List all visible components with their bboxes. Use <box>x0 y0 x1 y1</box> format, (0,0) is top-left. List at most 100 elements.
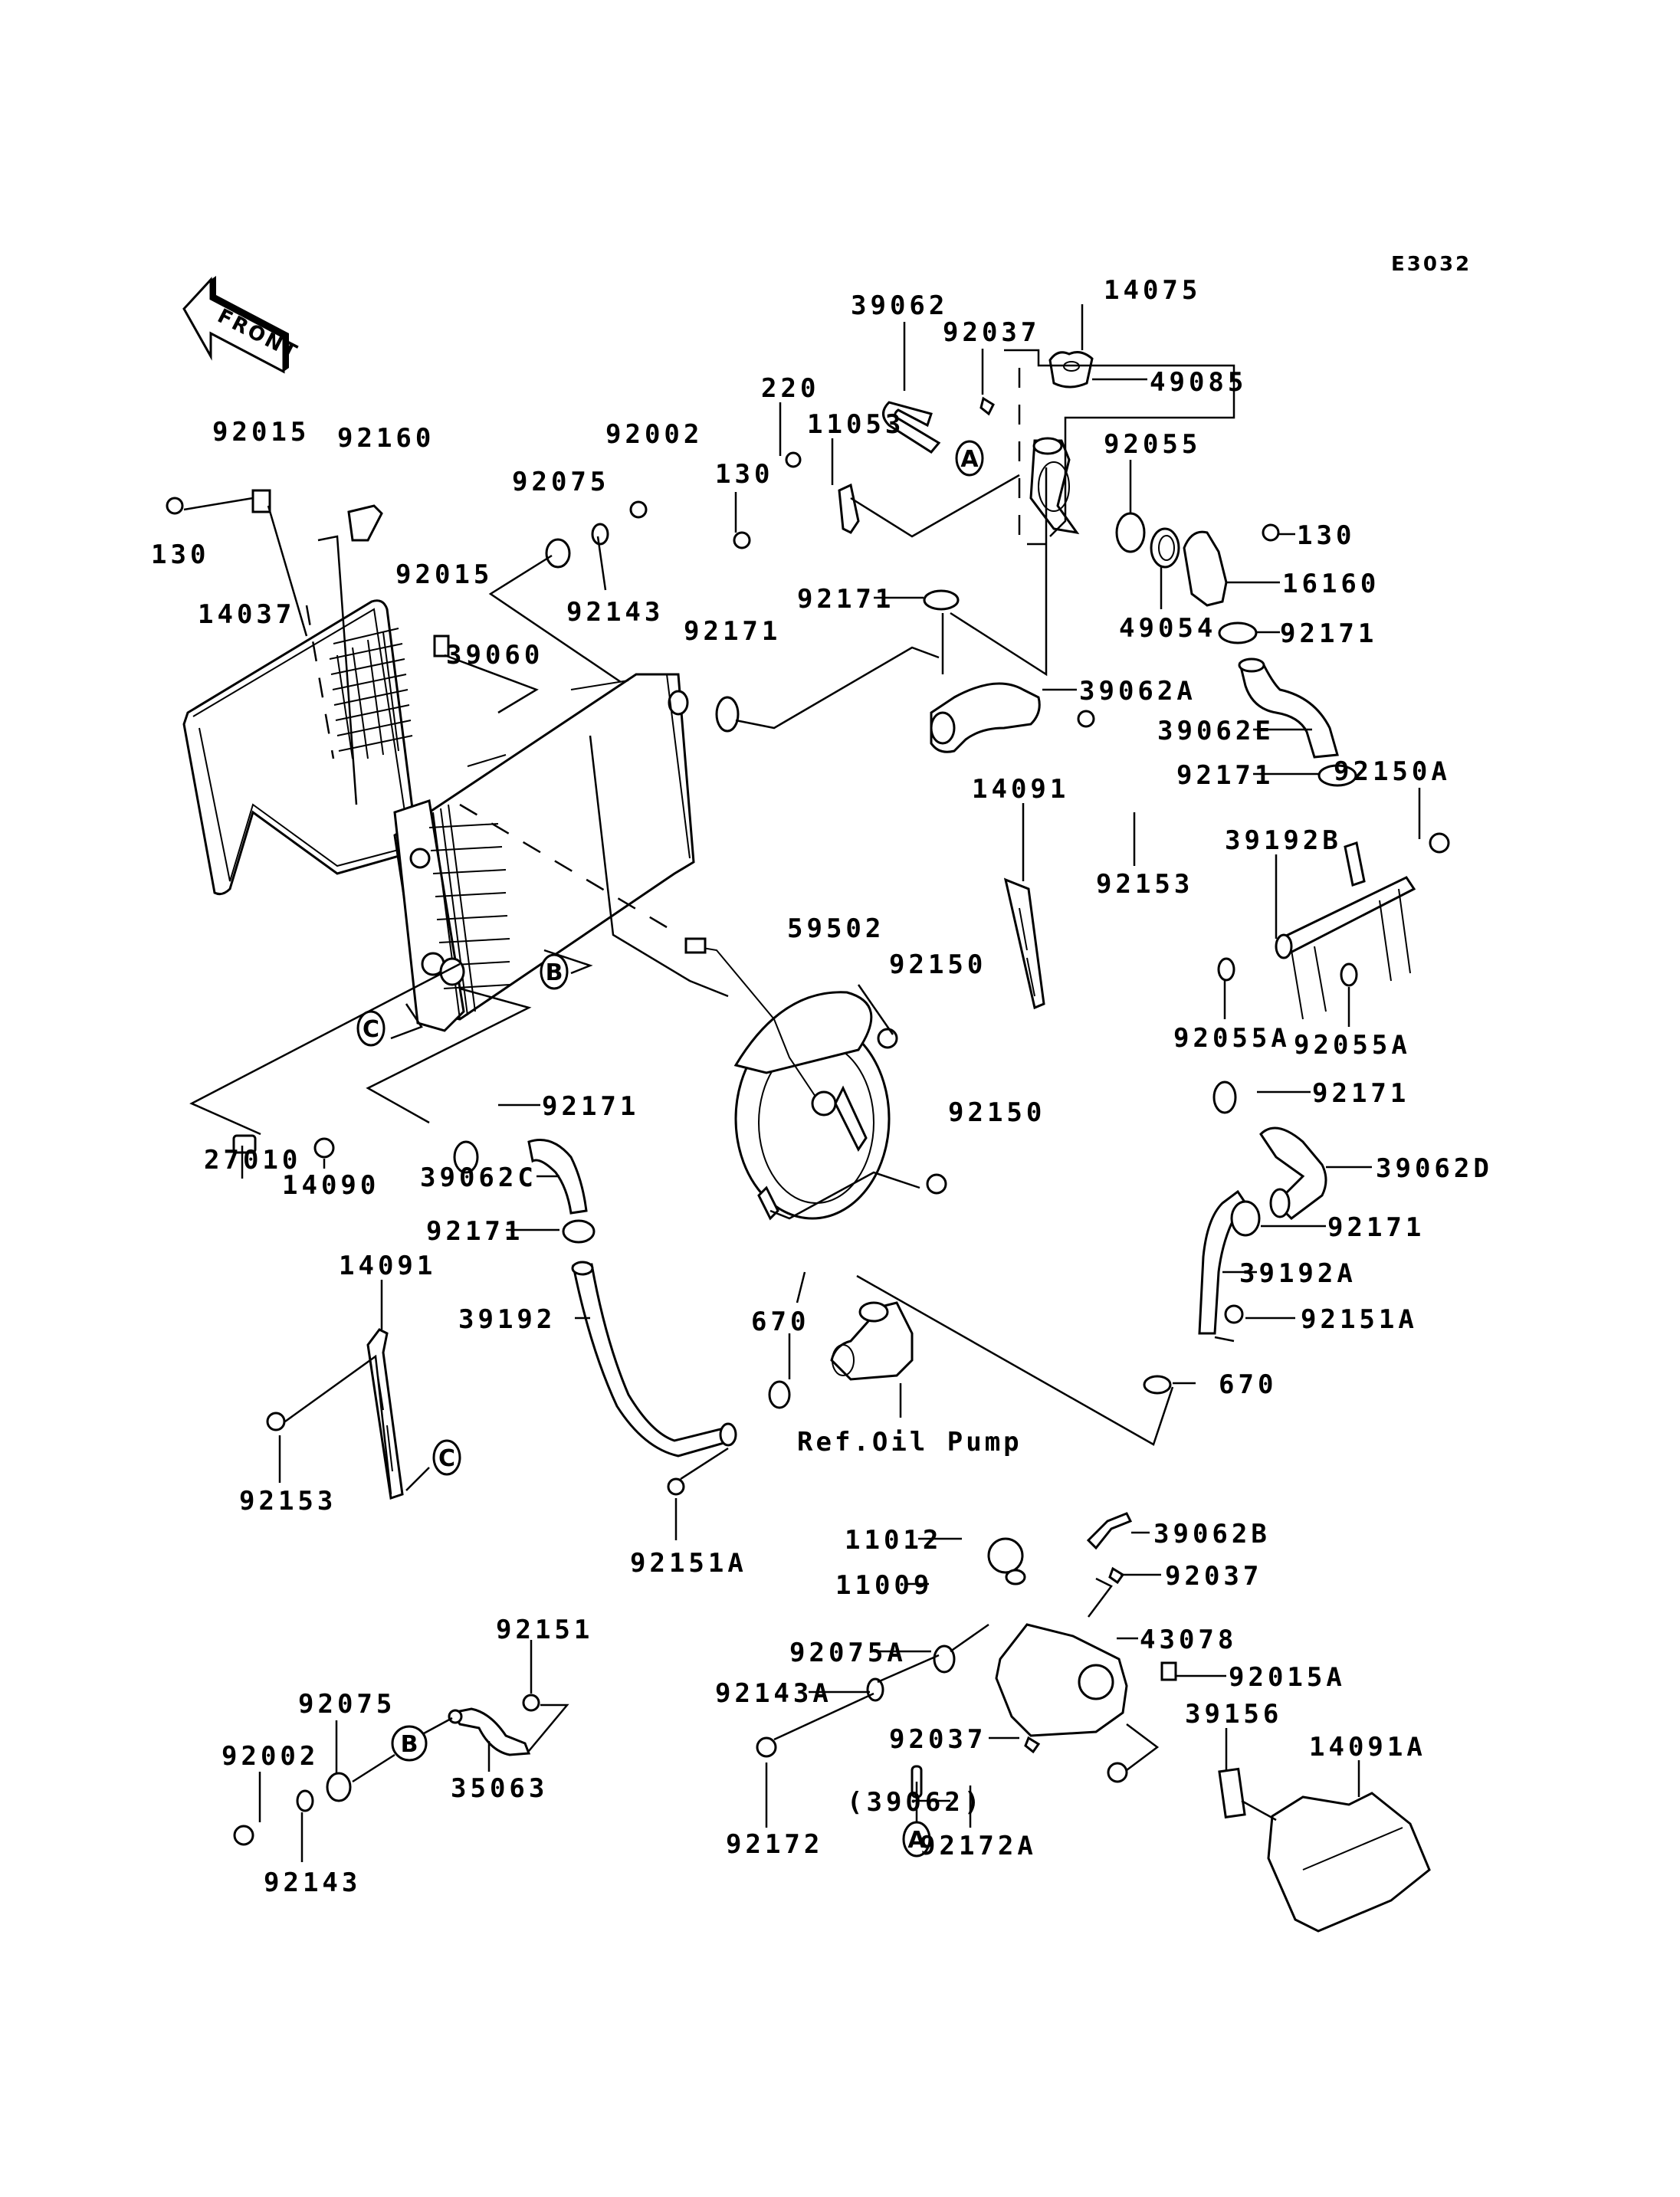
part-label-14091-left: 14091 <box>339 1251 436 1281</box>
bracket-14091-left <box>366 1328 404 1500</box>
radiator-screen <box>182 599 419 896</box>
svg-text:B: B <box>401 1731 418 1758</box>
part-label-39156: 39156 <box>1185 1699 1282 1730</box>
reference-bubble-b-top: B <box>540 953 569 990</box>
part-label-92055A-2: 92055A <box>1294 1030 1411 1061</box>
part-label-92153-left: 92153 <box>239 1486 336 1517</box>
part-label-35063: 35063 <box>451 1773 548 1804</box>
thermostat-cover <box>1183 530 1228 607</box>
part-label-92055A-1: 92055A <box>1173 1023 1291 1054</box>
part-label-220: 220 <box>761 373 819 404</box>
part-label-49085: 49085 <box>1150 367 1247 398</box>
cover-14091A <box>1267 1792 1431 1933</box>
part-label-39062E: 39062E <box>1157 716 1275 746</box>
part-label-130-center: 130 <box>715 459 773 490</box>
part-label-43078: 43078 <box>1140 1625 1237 1655</box>
fan-assy <box>684 937 891 1221</box>
hose-39062C <box>527 1139 588 1215</box>
part-labels: 14075 39062 92037 49085 220 11053 92055 … <box>151 275 1493 1898</box>
part-label-11053: 11053 <box>807 409 904 440</box>
part-label-39062-paren: (39062) <box>847 1787 983 1818</box>
part-label-14037: 14037 <box>198 599 295 630</box>
part-label-92015-mid: 92015 <box>395 559 493 590</box>
part-label-92151A-left: 92151A <box>630 1548 747 1579</box>
part-label-92037-b1: 92037 <box>1165 1561 1262 1592</box>
o-ring-92055 <box>1115 512 1146 553</box>
water-pump-reference <box>830 1301 914 1381</box>
pipe-39192B <box>1278 876 1416 956</box>
part-label-92037-b2: 92037 <box>889 1724 986 1755</box>
svg-text:A: A <box>960 446 979 473</box>
part-label-39062A: 39062A <box>1079 676 1196 707</box>
svg-text:C: C <box>363 1016 379 1043</box>
part-label-14075: 14075 <box>1104 275 1201 306</box>
part-label-670-right: 670 <box>1219 1369 1277 1400</box>
part-label-92055: 92055 <box>1104 429 1201 460</box>
part-label-92143-bot: 92143 <box>264 1867 361 1898</box>
hose-39062A <box>930 682 1041 753</box>
part-label-92150-2: 92150 <box>948 1097 1045 1128</box>
part-label-92160: 92160 <box>337 423 435 454</box>
part-label-39192: 39192 <box>458 1304 556 1335</box>
pad-39156 <box>1218 1767 1246 1819</box>
diagram-code: E3032 <box>1391 253 1472 276</box>
part-label-92002-bot: 92002 <box>221 1741 319 1772</box>
part-label-92171-mid: 92171 <box>684 616 781 647</box>
part-label-92153-right: 92153 <box>1096 869 1193 900</box>
part-label-14091A: 14091A <box>1309 1732 1426 1763</box>
hose-39062B <box>1086 1512 1133 1550</box>
part-label-39062C: 39062C <box>420 1162 537 1193</box>
part-label-39062B: 39062B <box>1153 1519 1271 1549</box>
bracket-11053 <box>838 483 860 534</box>
svg-text:C: C <box>438 1445 455 1472</box>
part-label-27010: 27010 <box>204 1145 301 1176</box>
hose-39062E <box>1239 662 1339 759</box>
reference-bubble-c-bottom: C <box>432 1439 461 1476</box>
part-label-14091-right: 14091 <box>972 774 1069 805</box>
part-label-130-left: 130 <box>151 539 209 570</box>
part-label-92075A: 92075A <box>789 1638 907 1668</box>
part-label-92075-bot: 92075 <box>298 1689 395 1720</box>
overflow-hose-top <box>882 401 941 454</box>
part-label-59502: 59502 <box>787 913 884 944</box>
part-label-92151: 92151 <box>496 1615 593 1645</box>
part-label-92150A: 92150A <box>1334 756 1451 787</box>
reference-bubble-c-top: C <box>356 1010 386 1047</box>
part-label-92150-1: 92150 <box>889 949 986 980</box>
part-label-11012: 11012 <box>845 1525 942 1556</box>
part-label-92037: 92037 <box>943 317 1040 348</box>
part-label-92015A: 92015A <box>1229 1662 1346 1693</box>
part-label-670-left: 670 <box>751 1307 809 1337</box>
part-label-11009: 11009 <box>835 1570 933 1601</box>
part-label-92143-top: 92143 <box>566 597 664 628</box>
part-label-92171-lower2: 92171 <box>426 1216 523 1247</box>
part-label-14090: 14090 <box>282 1170 379 1201</box>
part-label-92015-left: 92015 <box>212 417 310 448</box>
part-label-39062D: 39062D <box>1376 1153 1493 1184</box>
front-arrow-icon: FRONT <box>182 276 302 374</box>
hose-39062D <box>1259 1126 1327 1220</box>
part-label-92171-center: 92171 <box>797 584 894 615</box>
part-label-92172A: 92172A <box>920 1831 1037 1861</box>
part-label-92143A: 92143A <box>715 1678 832 1709</box>
bracket-14091-right <box>1003 877 1045 1010</box>
bracket-35063 <box>450 1707 531 1756</box>
part-label-39062: 39062 <box>851 290 948 321</box>
part-label-92171-rl1: 92171 <box>1312 1078 1409 1109</box>
pipe-39192 <box>572 1263 734 1458</box>
part-label-92171-lower1: 92171 <box>542 1091 639 1122</box>
part-label-92171-right1: 92171 <box>1280 618 1377 649</box>
reference-bubble-a-bottom: A <box>902 1821 931 1858</box>
radiator <box>393 673 695 1032</box>
part-label-92171-right2: 92171 <box>1176 760 1274 791</box>
part-label-92002-top: 92002 <box>605 419 703 450</box>
hardware <box>166 396 1450 1846</box>
reference-bubble-a-top: A <box>955 440 984 477</box>
reference-bubble-b-bottom: B <box>391 1725 428 1762</box>
part-label-92075-top: 92075 <box>512 467 609 497</box>
svg-text:B: B <box>546 959 563 986</box>
part-label-130-right: 130 <box>1297 520 1355 551</box>
part-label-92171-rl2: 92171 <box>1327 1212 1425 1243</box>
part-label-92151A-right: 92151A <box>1301 1304 1418 1335</box>
